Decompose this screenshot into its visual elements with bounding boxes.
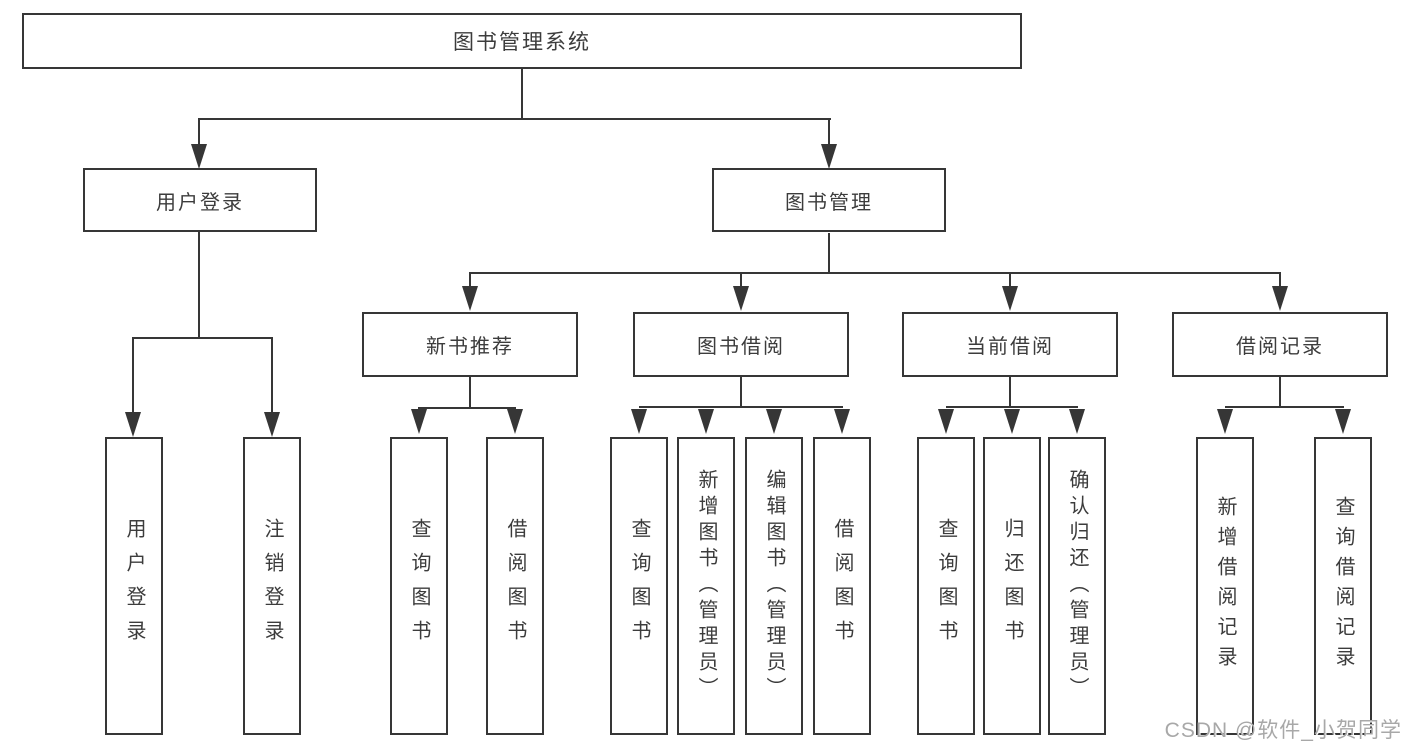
node-current-borrow-label: 当前借阅	[966, 336, 1054, 358]
connector-borrow-records-hline	[1225, 406, 1344, 408]
leaf-borrow-books-2: 借阅图书	[813, 437, 871, 735]
leaf-add-books-admin: 新增图书（管理员）	[677, 437, 735, 735]
arrow-down-icon	[1272, 286, 1288, 311]
arrow-down-icon	[507, 409, 523, 434]
connector-user-login-stub	[198, 232, 200, 337]
leaf-borrow-books-2-label: 借阅图书	[831, 518, 853, 654]
node-current-borrow: 当前借阅	[902, 312, 1118, 377]
leaf-add-borrow-record: 新增借阅记录	[1196, 437, 1254, 735]
connector-current-borrow-hline	[946, 406, 1078, 408]
arrow-down-icon	[821, 144, 837, 169]
leaf-query-books-3-label: 查询图书	[935, 518, 957, 654]
leaf-user-login: 用户登录	[105, 437, 163, 735]
node-book-management-label: 图书管理	[785, 191, 873, 214]
node-borrow-records-label: 借阅记录	[1236, 336, 1324, 358]
arrow-down-icon	[411, 409, 427, 434]
node-root: 图书管理系统	[22, 13, 1022, 69]
node-borrow-records: 借阅记录	[1172, 312, 1388, 377]
leaf-query-borrow-record-label: 查询借阅记录	[1332, 496, 1354, 676]
leaf-return-books-label: 归还图书	[1001, 518, 1023, 654]
arrow-down-icon	[264, 412, 280, 437]
leaf-edit-books-admin-label: 编辑图书（管理员）	[763, 469, 785, 703]
arrow-down-icon	[733, 286, 749, 311]
arrow-down-icon	[125, 412, 141, 437]
arrow-down-icon	[698, 409, 714, 434]
node-book-borrow-label: 图书借阅	[697, 336, 785, 358]
leaf-query-books-2: 查询图书	[610, 437, 668, 735]
connector-stem-current-borrow	[1009, 272, 1011, 286]
connector-stem-new-books	[469, 272, 471, 286]
leaf-query-books-1-label: 查询图书	[408, 518, 430, 654]
node-book-management: 图书管理	[712, 168, 946, 232]
connector-level1-hline	[199, 118, 831, 120]
leaf-query-books-1: 查询图书	[390, 437, 448, 735]
arrow-down-icon	[834, 409, 850, 434]
connector-current-borrow-stub	[1009, 377, 1011, 406]
node-user-login-label: 用户登录	[156, 191, 244, 214]
connector-user-login-hline	[133, 337, 273, 339]
connector-stem-user-login	[198, 118, 200, 146]
connector-book-borrow-stub	[740, 377, 742, 406]
connector-stem-book-borrow	[740, 272, 742, 286]
node-user-login: 用户登录	[83, 168, 317, 232]
arrow-down-icon	[631, 409, 647, 434]
arrow-down-icon	[462, 286, 478, 311]
arrow-down-icon	[1217, 409, 1233, 434]
leaf-confirm-return-admin-label: 确认归还（管理员）	[1066, 469, 1088, 703]
connector-book-management-stub	[828, 233, 830, 272]
connector-borrow-records-stub	[1279, 377, 1281, 406]
connector-level3-hline	[470, 272, 1281, 274]
arrow-down-icon	[191, 144, 207, 169]
leaf-query-books-3: 查询图书	[917, 437, 975, 735]
arrow-down-icon	[1069, 409, 1085, 434]
node-book-borrow: 图书借阅	[633, 312, 849, 377]
leaf-add-borrow-record-label: 新增借阅记录	[1214, 496, 1236, 676]
leaf-logout-label: 注销登录	[261, 518, 283, 654]
connector-stem-login	[132, 337, 134, 412]
leaf-edit-books-admin: 编辑图书（管理员）	[745, 437, 803, 735]
leaf-query-books-2-label: 查询图书	[628, 518, 650, 654]
connector-stem-book-management	[828, 118, 830, 146]
node-root-label: 图书管理系统	[453, 31, 591, 54]
connector-stem-logout	[271, 337, 273, 412]
node-new-book-recommend: 新书推荐	[362, 312, 578, 377]
connector-new-books-hline	[418, 407, 516, 409]
leaf-query-borrow-record: 查询借阅记录	[1314, 437, 1372, 735]
leaf-add-books-admin-label: 新增图书（管理员）	[695, 469, 717, 703]
arrow-down-icon	[1002, 286, 1018, 311]
arrow-down-icon	[766, 409, 782, 434]
leaf-confirm-return-admin: 确认归还（管理员）	[1048, 437, 1106, 735]
leaf-borrow-books-1: 借阅图书	[486, 437, 544, 735]
connector-stem-borrow-records	[1279, 272, 1281, 286]
connector-new-books-stub	[469, 377, 471, 407]
node-new-book-recommend-label: 新书推荐	[426, 336, 514, 358]
leaf-return-books: 归还图书	[983, 437, 1041, 735]
arrow-down-icon	[938, 409, 954, 434]
leaf-borrow-books-1-label: 借阅图书	[504, 518, 526, 654]
leaf-user-login-label: 用户登录	[123, 518, 145, 654]
arrow-down-icon	[1004, 409, 1020, 434]
leaf-logout: 注销登录	[243, 437, 301, 735]
connector-root-stub	[521, 69, 523, 118]
csdn-watermark: CSDN @软件_小贺同学	[1164, 719, 1402, 742]
connector-book-borrow-hline	[639, 406, 843, 408]
arrow-down-icon	[1335, 409, 1351, 434]
